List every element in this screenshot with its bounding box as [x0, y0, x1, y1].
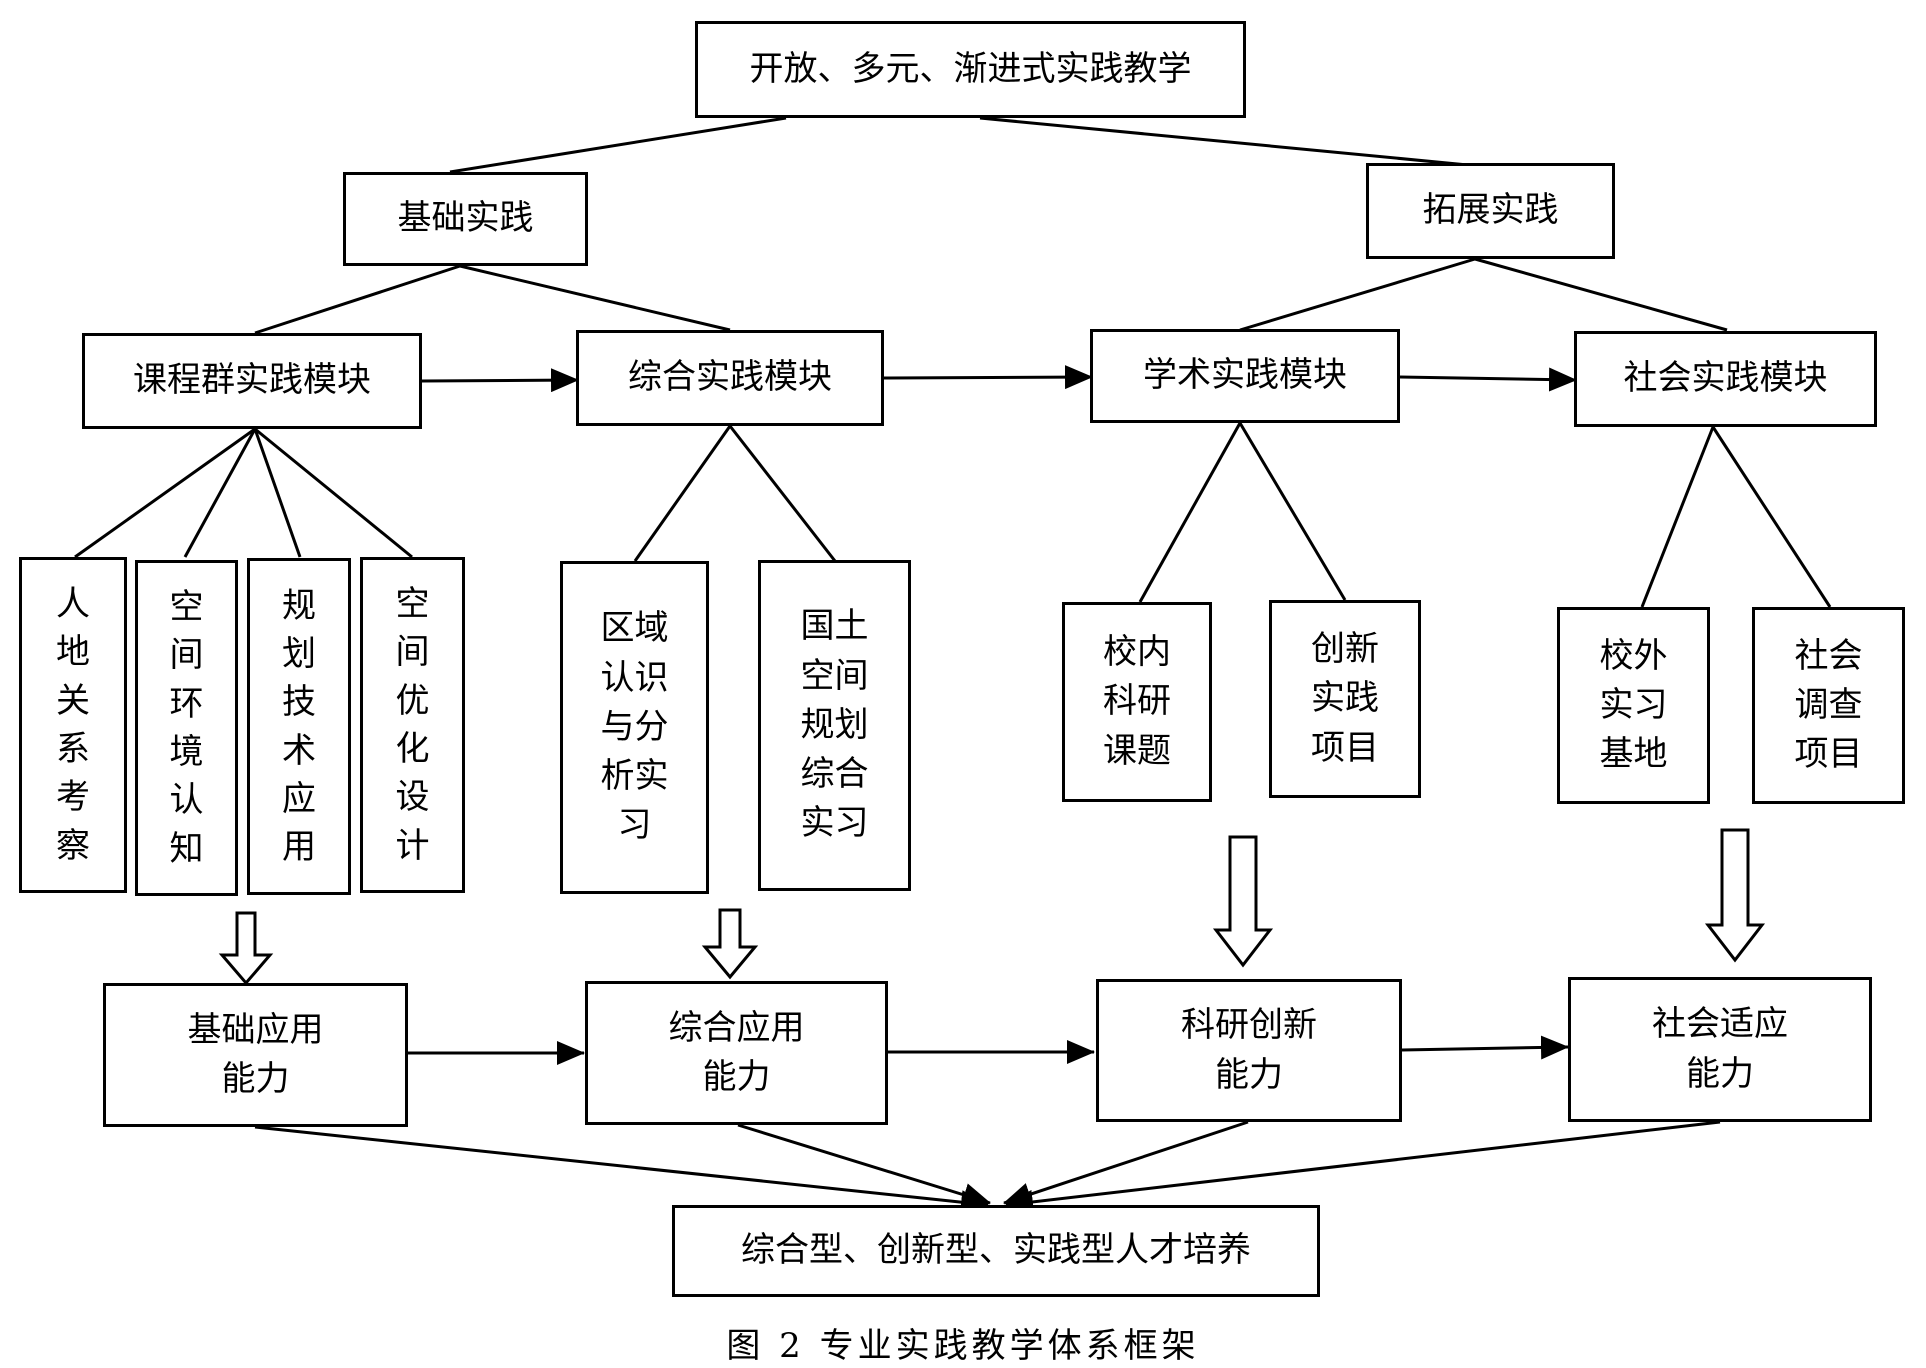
item-social-survey-label: 社会 调查 项目: [1794, 635, 1863, 775]
arrow-course-to-comp: [421, 368, 579, 393]
outcome-box: 综合型、创新型、实践型人才培养: [672, 1205, 1320, 1297]
ability-research-box: 科研创新 能力: [1096, 979, 1402, 1122]
ability-comprehensive-label: 综合应用 能力: [668, 1007, 805, 1097]
title-text: 开放、多元、渐进式实践教学: [749, 48, 1192, 89]
line-research-ability-outcome: [1003, 1120, 1249, 1206]
module-social-box: 社会实践模块: [1574, 331, 1877, 427]
hollow-down-arrow-2: [701, 908, 759, 980]
item-spatial-env-box: 空 间 环 境 认 知: [135, 560, 238, 896]
item-spatial-opt-label: 空 间 优 化 设 计: [395, 584, 430, 866]
item-human-land-box: 人 地 关 系 考 察: [19, 557, 127, 893]
line-acad-item2: [1238, 422, 1347, 601]
item-human-land-label: 人 地 关 系 考 察: [56, 584, 90, 866]
line-extended-social: [1474, 257, 1728, 332]
module-comprehensive-box: 综合实践模块: [576, 330, 884, 426]
line-course-item3: [253, 428, 302, 558]
module-course-group-box: 课程群实践模块: [82, 333, 422, 429]
line-title-basic: [449, 116, 787, 174]
item-planning-tech-box: 规 划 技 术 应 用: [247, 558, 351, 895]
arrow-acad-to-social: [1399, 367, 1577, 392]
ability-comprehensive-box: 综合应用 能力: [585, 981, 888, 1125]
item-regional-label: 区域 认识 与分 析实 习: [600, 608, 669, 846]
ability-social-label: 社会适应 能力: [1652, 1004, 1788, 1094]
item-innovation-label: 创新 实践 项目: [1311, 629, 1379, 768]
arrow-comp-to-acad: [883, 365, 1093, 390]
line-extended-academic: [1239, 257, 1476, 332]
item-spatial-opt-box: 空 间 优 化 设 计: [360, 557, 465, 893]
line-comp-item1: [633, 425, 732, 562]
module-social-label: 社会实践模块: [1623, 358, 1828, 399]
module-academic-box: 学术实践模块: [1090, 329, 1400, 423]
hollow-down-arrow-1: [218, 911, 274, 986]
item-spatial-env-label: 空 间 环 境 认 知: [169, 587, 204, 869]
line-social-ability-outcome: [1005, 1120, 1721, 1214]
item-innovation-box: 创新 实践 项目: [1269, 600, 1421, 798]
item-territorial-label: 国土 空间 规划 综合 实习: [800, 606, 869, 844]
item-offcampus-base-label: 校外 实习 基地: [1599, 635, 1668, 775]
item-territorial-box: 国土 空间 规划 综合 实习: [758, 560, 911, 891]
ability-social-box: 社会适应 能力: [1568, 977, 1872, 1122]
line-basic-ability-outcome: [254, 1125, 989, 1215]
outcome-label: 综合型、创新型、实践型人才培养: [741, 1230, 1251, 1271]
figure-caption: 图 2 专业实践教学体系框架: [726, 1326, 1200, 1366]
tier-extended-box: 拓展实践: [1366, 163, 1615, 259]
line-basic-course: [254, 264, 461, 335]
tier-basic-box: 基础实践: [343, 172, 588, 266]
line-comp-item2: [728, 425, 837, 562]
line-comp-ability-outcome: [737, 1123, 991, 1207]
line-course-item4: [254, 427, 413, 559]
module-academic-label: 学术实践模块: [1143, 355, 1347, 396]
tier-basic-label: 基础实践: [397, 198, 534, 239]
line-social-item2: [1711, 426, 1832, 608]
module-course-group-label: 课程群实践模块: [133, 360, 371, 401]
hollow-down-arrow-3: [1212, 835, 1274, 968]
line-basic-comprehensive: [459, 264, 731, 332]
item-offcampus-base-box: 校外 实习 基地: [1557, 607, 1710, 804]
line-course-item1: [74, 427, 256, 559]
line-course-item2: [183, 428, 257, 558]
item-campus-research-label: 校内 科研 课题: [1103, 632, 1171, 771]
item-social-survey-box: 社会 调查 项目: [1752, 607, 1905, 804]
ability-basic-box: 基础应用 能力: [103, 983, 408, 1127]
tier-extended-label: 拓展实践: [1422, 190, 1559, 231]
line-social-item1: [1640, 426, 1715, 608]
line-acad-item1: [1138, 422, 1242, 603]
item-campus-research-box: 校内 科研 课题: [1062, 602, 1212, 802]
arrow-research-to-social-ability: [1401, 1035, 1569, 1060]
ability-research-label: 科研创新 能力: [1181, 1005, 1317, 1095]
hollow-down-arrow-4: [1704, 828, 1766, 963]
module-comprehensive-label: 综合实践模块: [628, 357, 832, 398]
title-box: 开放、多元、渐进式实践教学: [695, 21, 1246, 118]
item-planning-tech-label: 规 划 技 术 应 用: [282, 585, 316, 868]
line-title-extended: [979, 116, 1479, 168]
ability-basic-label: 基础应用 能力: [187, 1009, 324, 1099]
item-regional-box: 区域 认识 与分 析实 习: [560, 561, 709, 894]
